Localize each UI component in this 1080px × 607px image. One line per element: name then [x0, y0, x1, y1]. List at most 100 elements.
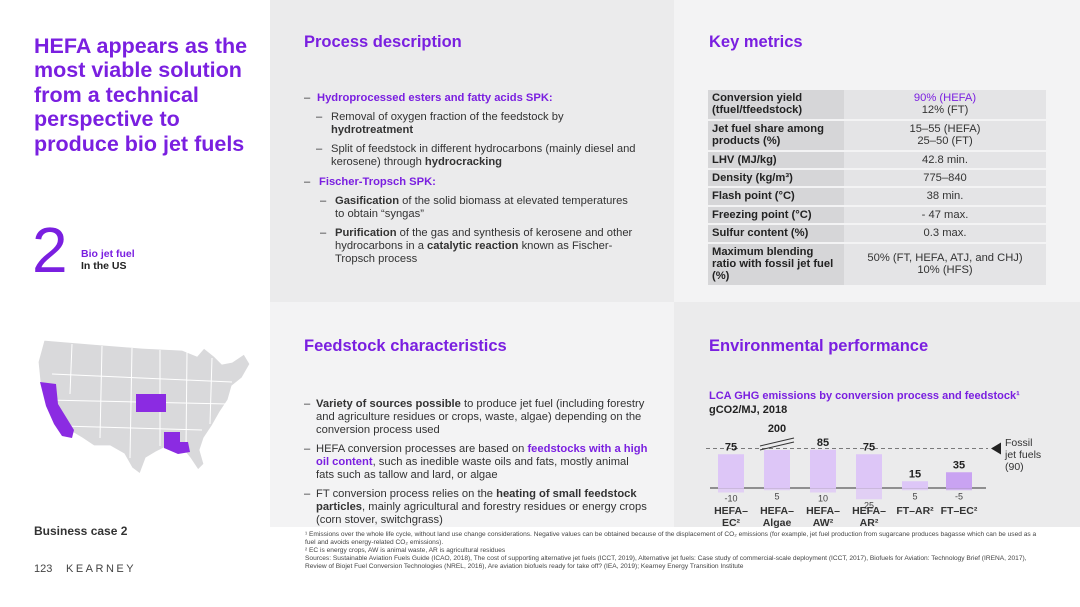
bar-negative-label: 25 — [864, 500, 874, 510]
page-number: 123 — [34, 563, 53, 575]
category-label: HEFA– — [714, 505, 748, 517]
metric-value-line-1: 38 min. — [926, 190, 964, 203]
bar-positive — [856, 454, 882, 488]
metric-value-line-2: 25–50 (FT) — [917, 135, 973, 148]
lca-chart-title: LCA GHG emissions by conversion process … — [709, 390, 1020, 402]
fossil-reference-arrow — [991, 442, 1001, 455]
business-case-footer: Business case 2 — [34, 524, 128, 538]
bar-negative — [946, 488, 972, 491]
metric-value-line-1: 0.3 max. — [923, 227, 967, 240]
fossil-label-1: Fossil — [1005, 437, 1032, 449]
bar-total-label: 75 — [725, 441, 737, 453]
metrics-row: LHV (MJ/kg)42.8 min. — [708, 151, 1046, 169]
sources-note: Sources: Sustainable Aviation Fuels Guid… — [305, 555, 1027, 570]
bar-negative-label: 10 — [818, 494, 828, 504]
feedstock-bullet-1: – Variety of sources possible to produce… — [304, 398, 645, 436]
metric-value: 38 min. — [844, 188, 1046, 205]
feedstock-bullet-3: – FT conversion process relies on the he… — [304, 488, 647, 526]
ft-heading: – Fischer-Tropsch SPK: — [304, 176, 436, 188]
key-metrics-title: Key metrics — [709, 33, 803, 51]
bar-positive — [764, 450, 790, 488]
metric-label: Density (kg/m³) — [708, 170, 844, 187]
metric-value-line-1: 15–55 (HEFA) — [909, 122, 981, 135]
metric-value: 42.8 min. — [844, 151, 1046, 169]
metrics-row: Flash point (°C) 38 min. — [708, 188, 1046, 205]
metric-value: 15–55 (HEFA)25–50 (FT) — [844, 120, 1046, 150]
bar-positive — [718, 454, 744, 488]
bar-total-label: 85 — [817, 437, 829, 449]
feedstock-panel-bg — [270, 302, 674, 527]
metric-value-line-1: 775–840 — [923, 172, 967, 185]
metric-label: Freezing point (°C) — [708, 206, 844, 224]
metric-label: Sulfur content (%) — [708, 225, 844, 242]
hefa-bullet-1: – Removal of oxygen fraction of the feed… — [316, 111, 564, 136]
metric-label: Jet fuel share among products (%) — [708, 120, 844, 150]
bar-negative — [718, 488, 744, 493]
bar-positive — [810, 449, 836, 488]
louisiana-highlight — [164, 432, 190, 454]
metric-label: Conversion yield (tfuel/tfeedstock) — [708, 90, 844, 119]
metrics-row: Jet fuel share among products (%)15–55 (… — [708, 120, 1046, 150]
metric-value: 50% (FT, HEFA, ATJ, and CHJ)10% (HFS) — [844, 243, 1046, 285]
metric-value-line-1: 90% (HEFA) — [913, 92, 977, 104]
bar-negative — [764, 488, 790, 491]
category-label-2: AW² — [813, 517, 834, 529]
axis-break-mark — [759, 437, 795, 447]
bar-total-label: 75 — [863, 441, 875, 453]
metric-label: Maximum blending ratio with fossil jet f… — [708, 243, 844, 285]
bar-negative-label: -10 — [724, 494, 737, 504]
category-label-2: EC² — [722, 517, 741, 529]
bar-negative — [856, 488, 882, 500]
bar-negative — [810, 488, 836, 493]
hefa-bullet-2: – Split of feedstock in different hydroc… — [316, 143, 636, 168]
bar-negative-label: 5 — [774, 491, 779, 501]
ft-bullet-1: – Gasification of the solid biomass at e… — [320, 195, 628, 220]
category-label: FT–AR² — [896, 505, 934, 517]
page-headline: HEFA appears as the most viable solution… — [34, 34, 248, 156]
metric-value-line-2: 10% (HFS) — [917, 264, 973, 277]
fossil-label-2: jet fuels — [1004, 449, 1041, 461]
us-map-illustration — [37, 339, 251, 475]
metrics-row: Density (kg/m³) 775–840 — [708, 170, 1046, 187]
kansas-highlight — [136, 394, 166, 412]
bar-negative-label: -5 — [955, 491, 963, 501]
footnote-1: ¹ Emissions over the whole life cycle, w… — [305, 531, 1037, 546]
category-label: HEFA– — [852, 505, 886, 517]
lca-chart-unit: gCO2/MJ, 2018 — [709, 404, 788, 416]
metric-label: Flash point (°C) — [708, 188, 844, 205]
metrics-row: Maximum blending ratio with fossil jet f… — [708, 243, 1046, 285]
left-column: HEFA appears as the most viable solution… — [0, 0, 270, 607]
feedstock-bullet-2: – HEFA conversion processes are based on… — [304, 443, 648, 481]
bar-total-label: 200 — [768, 423, 786, 435]
metric-value-line-2: 12% (FT) — [921, 104, 969, 117]
metric-value-line-1: - 47 max. — [921, 208, 969, 221]
footnotes: ¹ Emissions over the whole life cycle, w… — [305, 531, 1040, 571]
category-label: HEFA– — [760, 505, 794, 517]
bar-total-label: 35 — [953, 459, 965, 471]
footnote-2: ² EC is energy crops, AW is animal waste… — [305, 547, 506, 554]
hefa-heading: – Hydroprocessed esters and fatty acids … — [304, 92, 553, 104]
bar-negative-label: 5 — [912, 491, 917, 501]
case-label-topic: Bio jet fuel — [81, 248, 135, 260]
fossil-label-3: (90) — [1005, 461, 1024, 473]
metric-value: 90% (HEFA)12% (FT) — [844, 90, 1046, 119]
process-description-title: Process description — [304, 33, 462, 51]
category-label: HEFA– — [806, 505, 840, 517]
metric-value: 775–840 — [844, 170, 1046, 187]
metrics-row: Conversion yield (tfuel/tfeedstock)90% (… — [708, 90, 1046, 119]
metric-value-line-1: 50% (FT, HEFA, ATJ, and CHJ) — [867, 251, 1023, 264]
metric-label: LHV (MJ/kg) — [708, 151, 844, 169]
bar-negative — [902, 488, 928, 491]
category-label: FT–EC² — [941, 505, 978, 517]
metrics-row: Sulfur content (%) 0.3 max. — [708, 225, 1046, 242]
bar-positive — [946, 472, 972, 488]
environmental-performance-title: Environmental performance — [709, 337, 929, 355]
process-panel-bg — [270, 0, 674, 302]
business-case-label: Bio jet fuel In the US — [81, 248, 135, 272]
bar-total-label: 15 — [909, 468, 921, 480]
metric-value: - 47 max. — [844, 206, 1046, 224]
case-label-region: In the US — [81, 260, 127, 272]
business-case-number: 2 — [32, 214, 68, 286]
bar-positive — [902, 481, 928, 488]
